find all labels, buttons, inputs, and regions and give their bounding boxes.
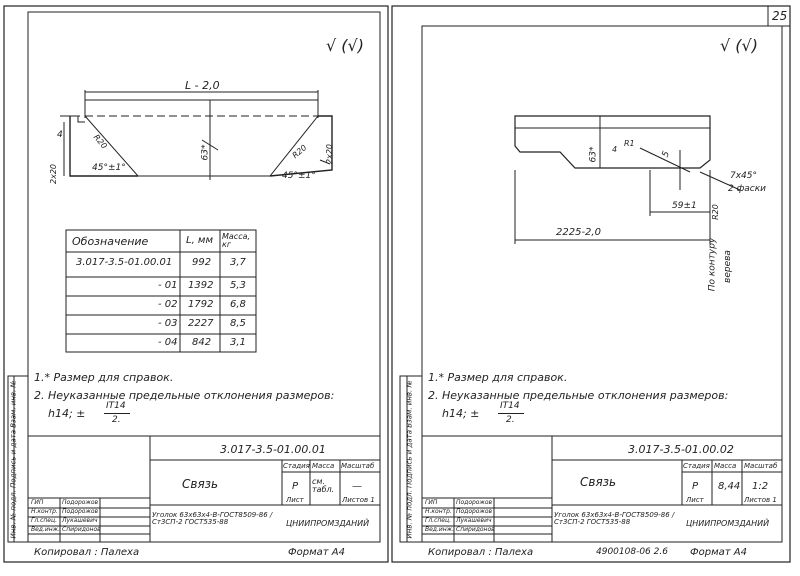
side-stamp: Инв. № подл. Подпись и дата Взам. инв. №	[9, 380, 18, 539]
note-1: 1.* Размер для справок.	[428, 371, 568, 384]
table-row-designation: - 02	[158, 299, 178, 310]
signer-name: Спиридонов	[62, 526, 101, 533]
table-row-length: 1392	[188, 280, 214, 291]
signer-name: Подорожов	[456, 499, 493, 506]
tolerance-prefix: h14; ±	[442, 407, 480, 420]
sheet-label: Лист	[286, 496, 304, 504]
scale-header: Масштаб	[744, 462, 778, 470]
dim-flange: 4	[612, 145, 618, 154]
table-row-mass: 5,3	[230, 280, 246, 291]
dim-height-63: 63*	[588, 146, 599, 163]
tolerance-denominator: 2.	[506, 415, 515, 425]
stage-header: Стадия	[683, 462, 710, 470]
doc-number: 3.017-3.5-01.00.01	[220, 443, 326, 456]
role-gip: ГИП	[425, 499, 438, 506]
format-label: Формат А4	[690, 547, 747, 558]
role-glspec: Гл.спец.	[31, 517, 57, 524]
note-2: 2. Неуказанные предельные отклонения раз…	[34, 389, 335, 402]
dim-chamfer: 7x45°	[730, 171, 758, 181]
tolerance-denominator: 2.	[112, 415, 121, 425]
table-header-designation: Обозначение	[72, 235, 149, 248]
table-row-length: 842	[192, 337, 212, 348]
note-2: 2. Неуказанные предельные отклонения раз…	[428, 389, 729, 402]
table-row-mass: 3,1	[230, 337, 246, 348]
mass-header: Масса	[312, 462, 335, 470]
tolerance-fraction-bar	[498, 413, 524, 414]
table-row-length: 992	[192, 257, 212, 268]
signer-name: Спиридонов	[456, 526, 495, 533]
tolerance-prefix: h14; ±	[48, 407, 86, 420]
dim-radius: R1	[624, 139, 635, 148]
dim-angle-left: 45°±1°	[92, 163, 126, 173]
mass-value: см. табл.	[312, 477, 335, 494]
role-gip: ГИП	[31, 499, 44, 506]
role-vedinzh: Вед.инж.	[425, 526, 454, 533]
roughness-mark: √ (√)	[326, 36, 364, 55]
copier-label: Копировал : Палеха	[34, 547, 140, 558]
organization: ЦНИИПРОМЗДАНИЙ	[686, 519, 770, 528]
table-row-length: 2227	[188, 318, 214, 329]
table-row-designation: - 03	[158, 318, 178, 329]
table-row-mass: 8,5	[230, 318, 246, 329]
contour-note: По контуру	[707, 237, 718, 292]
scale-header: Масштаб	[341, 462, 375, 470]
table-row-length: 1792	[188, 299, 214, 310]
role-vedinzh: Вед.инж.	[31, 526, 60, 533]
roughness-mark: √ (√)	[720, 36, 758, 55]
organization: ЦНИИПРОМЗДАНИЙ	[286, 519, 370, 528]
signer-name: Лукашевич	[62, 517, 98, 524]
contour-note-2: верева	[722, 250, 733, 283]
dim-angle-right: 45°±1°	[282, 171, 316, 181]
signer-name: Подорожов	[62, 499, 99, 506]
dim-2225: 2225-2,0	[556, 227, 601, 238]
table-row-mass: 6,8	[230, 299, 246, 310]
page-number: 25	[772, 9, 788, 23]
scale-value: —	[352, 481, 362, 492]
material: Уголок 63x63x4-В-ГОСТ8509-86 / Ст3СП-2 Г…	[554, 511, 675, 526]
role-ncontr: Н.контр.	[425, 508, 452, 515]
stage-value: Р	[292, 481, 299, 492]
dim-length: L - 2,0	[185, 79, 220, 92]
tolerance-fraction-bar	[104, 413, 130, 414]
dim-height-left: 2x20	[49, 163, 59, 185]
signer-name: Подорожов	[456, 508, 493, 515]
table-row-designation: - 04	[158, 337, 178, 348]
mass-value: 8,44	[718, 481, 741, 492]
dim-height-63: 63*	[200, 144, 211, 161]
signer-name: Лукашевич	[456, 517, 492, 524]
table-row-designation: 3.017-3.5-01.00.01	[76, 257, 173, 268]
copier-label: Копировал : Палеха	[428, 547, 534, 558]
scale-value: 1:2	[752, 481, 769, 492]
stage-value: Р	[692, 481, 699, 492]
stage-header: Стадия	[283, 462, 310, 470]
side-stamp: Инв. № подл. Подпись и дата Взам. инв. №	[405, 380, 414, 539]
registration-number: 4900108-06 2.6	[596, 547, 668, 557]
mass-header: Масса	[714, 462, 737, 470]
format-label: Формат А4	[288, 547, 345, 558]
part-name: Связь	[580, 475, 617, 489]
role-ncontr: Н.контр.	[31, 508, 58, 515]
dim-flange: 4	[57, 130, 63, 140]
role-glspec: Гл.спец.	[425, 517, 451, 524]
table-row-mass: 3,7	[230, 257, 246, 268]
dim-r20: R20	[710, 204, 720, 220]
sheets-label: Листов 1	[342, 496, 375, 504]
table-header-length: L, мм	[186, 235, 214, 246]
table-header-mass: Масса, кг	[222, 232, 251, 249]
tolerance-numerator: IT14	[500, 401, 520, 411]
doc-number: 3.017-3.5-01.00.02	[628, 443, 734, 456]
dim-59: 59±1	[672, 201, 697, 211]
dim-width-right: 2x20	[325, 143, 335, 165]
table-row-designation: - 01	[158, 280, 178, 291]
sheets-label: Листов 1	[744, 496, 777, 504]
part-name: Связь	[182, 477, 219, 491]
material: Уголок 63x63x4-В-ГОСТ8509-86 / Ст3СП-2 Г…	[152, 511, 273, 526]
tolerance-numerator: IT14	[106, 401, 126, 411]
sheet-label: Лист	[686, 496, 704, 504]
dim-chamfer-note: 2 фаски	[728, 184, 767, 194]
note-1: 1.* Размер для справок.	[34, 371, 174, 384]
signer-name: Подорожов	[62, 508, 99, 515]
